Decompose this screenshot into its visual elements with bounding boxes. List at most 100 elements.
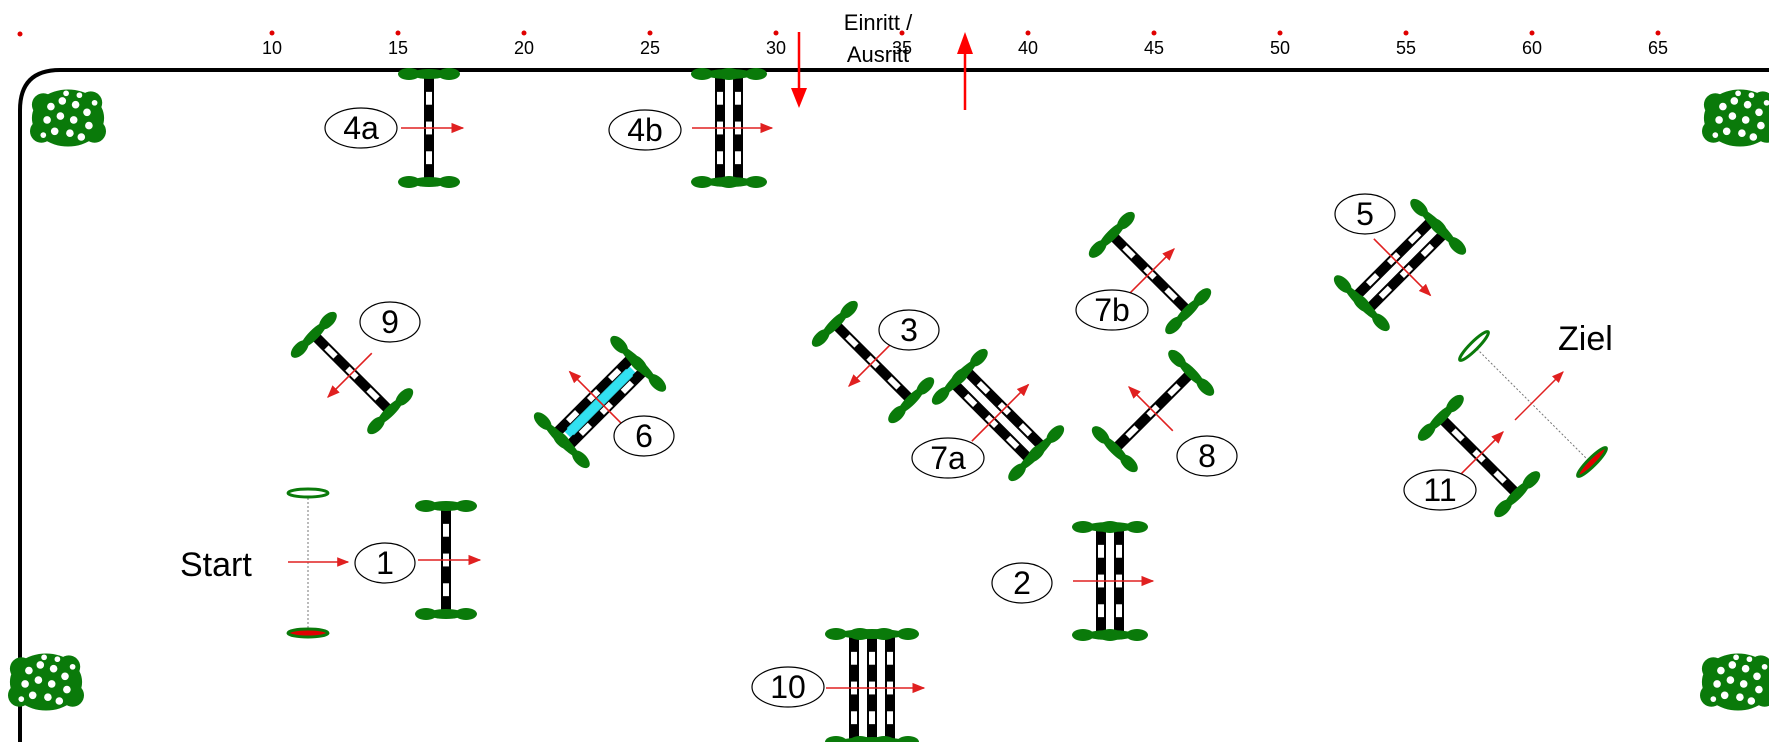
ruler-tick-mark [1025, 30, 1031, 36]
obstacle-label-6: 6 [613, 415, 675, 457]
greenery-bottom [533, 412, 590, 469]
obstacle-11 [1417, 394, 1541, 518]
corner-bush-bottom-left [7, 653, 84, 711]
ruler-tick-mark [1529, 30, 1535, 36]
obstacle-label-4a: 4a [324, 107, 398, 149]
greenery-top [825, 628, 919, 640]
obstacle-number: 9 [381, 304, 399, 340]
greenery-bottom [398, 176, 460, 188]
obstacle-1 [415, 500, 482, 620]
ruler-tick-label: 30 [766, 38, 786, 58]
ruler-tick-label: 55 [1396, 38, 1416, 58]
obstacle-label-5: 5 [1334, 193, 1396, 235]
obstacle-number: 4a [343, 110, 379, 146]
obstacle-number: 4b [627, 112, 663, 148]
ruler-tick-label: 60 [1522, 38, 1542, 58]
direction-arrow [848, 341, 894, 387]
ruler-tick-label: 40 [1018, 38, 1038, 58]
finish-direction-arrow [1514, 371, 1564, 421]
greenery-top [1072, 521, 1148, 533]
direction-arrow [327, 352, 373, 398]
ruler-tick-mark [1151, 30, 1157, 36]
direction-arrow [1129, 248, 1175, 294]
direction-arrow [1128, 386, 1174, 432]
obstacle-number: 5 [1356, 196, 1374, 232]
obstacle-label-8: 8 [1176, 435, 1238, 477]
obstacle-9 [290, 311, 414, 435]
greenery-bottom [825, 736, 919, 742]
ruler-tick-mark [1655, 30, 1661, 36]
obstacle-label-7b: 7b [1075, 289, 1149, 331]
obstacle-label-4b: 4b [608, 109, 682, 151]
obstacle-number: 3 [900, 312, 918, 348]
greenery-top [290, 311, 337, 358]
obstacle-4a [398, 68, 465, 188]
obstacle-label-1: 1 [354, 542, 416, 584]
entrance-label-line2: Ausritt [847, 42, 909, 67]
obstacle-6 [533, 335, 667, 469]
entrance-label-line1: Einritt / [844, 10, 913, 35]
greenery-bottom [415, 608, 477, 620]
greenery-top [1168, 349, 1215, 396]
greenery-top [415, 500, 477, 512]
ruler-tick-mark [395, 30, 401, 36]
obstacle-label-3: 3 [878, 309, 940, 351]
obstacle-number: 2 [1013, 565, 1031, 601]
obstacle-10 [825, 628, 926, 742]
ruler-tick-mark [1277, 30, 1283, 36]
corner-bush-top-left [29, 89, 106, 147]
direction-arrow [568, 370, 627, 429]
ruler-tick-mark [773, 30, 779, 36]
ruler-tick-mark [1403, 30, 1409, 36]
ruler-tick-mark [521, 30, 527, 36]
greenery-bottom [888, 377, 935, 424]
ruler-tick-label: 25 [640, 38, 660, 58]
obstacle-number: 8 [1198, 438, 1216, 474]
greenery-top [398, 68, 460, 80]
obstacle-4b [691, 68, 774, 188]
greenery-bottom [1008, 425, 1065, 482]
obstacle-label-2: 2 [991, 562, 1053, 604]
greenery-top [691, 68, 767, 80]
greenery-bottom [1091, 426, 1138, 473]
ruler-tick-mark [269, 30, 275, 36]
greenery-bottom [691, 176, 767, 188]
corner-bush-bottom-right [1700, 653, 1769, 711]
obstacle-label-11: 11 [1403, 469, 1477, 511]
corner-bush-top-right [1702, 89, 1769, 147]
ruler-tick-label: 15 [388, 38, 408, 58]
obstacle-number: 7b [1094, 292, 1130, 328]
direction-arrow [1458, 431, 1504, 477]
ruler-tick-label: 35 [892, 38, 912, 58]
finish-label: Ziel [1558, 320, 1613, 358]
greenery-top [610, 335, 667, 392]
greenery-top [1410, 198, 1467, 255]
ruler-tick-label: 50 [1270, 38, 1290, 58]
obstacle-number: 7a [930, 440, 966, 476]
obstacle-number: 11 [1423, 472, 1456, 508]
obstacle-number: 6 [635, 418, 653, 454]
start-flag-white [286, 487, 330, 499]
ruler-tick-label: 10 [262, 38, 282, 58]
greenery-bottom [1494, 471, 1541, 518]
ruler-tick-mark [899, 30, 905, 36]
start-flag-red [286, 627, 330, 639]
greenery-top [1417, 394, 1464, 441]
ruler-tick-label: 45 [1144, 38, 1164, 58]
ruler-origin-dot [17, 31, 23, 37]
obstacle-5 [1333, 198, 1467, 332]
obstacle-3 [811, 300, 935, 424]
exit-up-arrowhead [957, 32, 973, 54]
ruler-tick-label: 20 [514, 38, 534, 58]
obstacle-label-9: 9 [359, 301, 421, 343]
greenery-bottom [367, 388, 414, 435]
obstacle-7a [931, 348, 1065, 482]
finish-line: Ziel [1458, 320, 1613, 478]
greenery-top [931, 348, 988, 405]
obstacle-label-7a: 7a [911, 437, 985, 479]
greenery-bottom [1333, 275, 1390, 332]
entrance-down-arrowhead [791, 88, 807, 108]
obstacle-number: 1 [376, 545, 394, 581]
